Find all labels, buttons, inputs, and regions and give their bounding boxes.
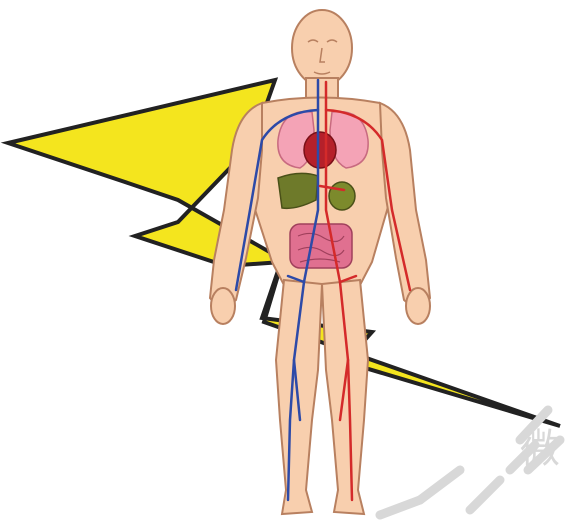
right-leg [322,280,368,514]
right-arm [380,103,430,312]
left-hand [211,288,235,324]
right-hand [406,288,430,324]
watermark-text: 微 [520,426,560,472]
intestines [290,224,352,268]
kidney [329,182,355,210]
heart [304,132,336,168]
